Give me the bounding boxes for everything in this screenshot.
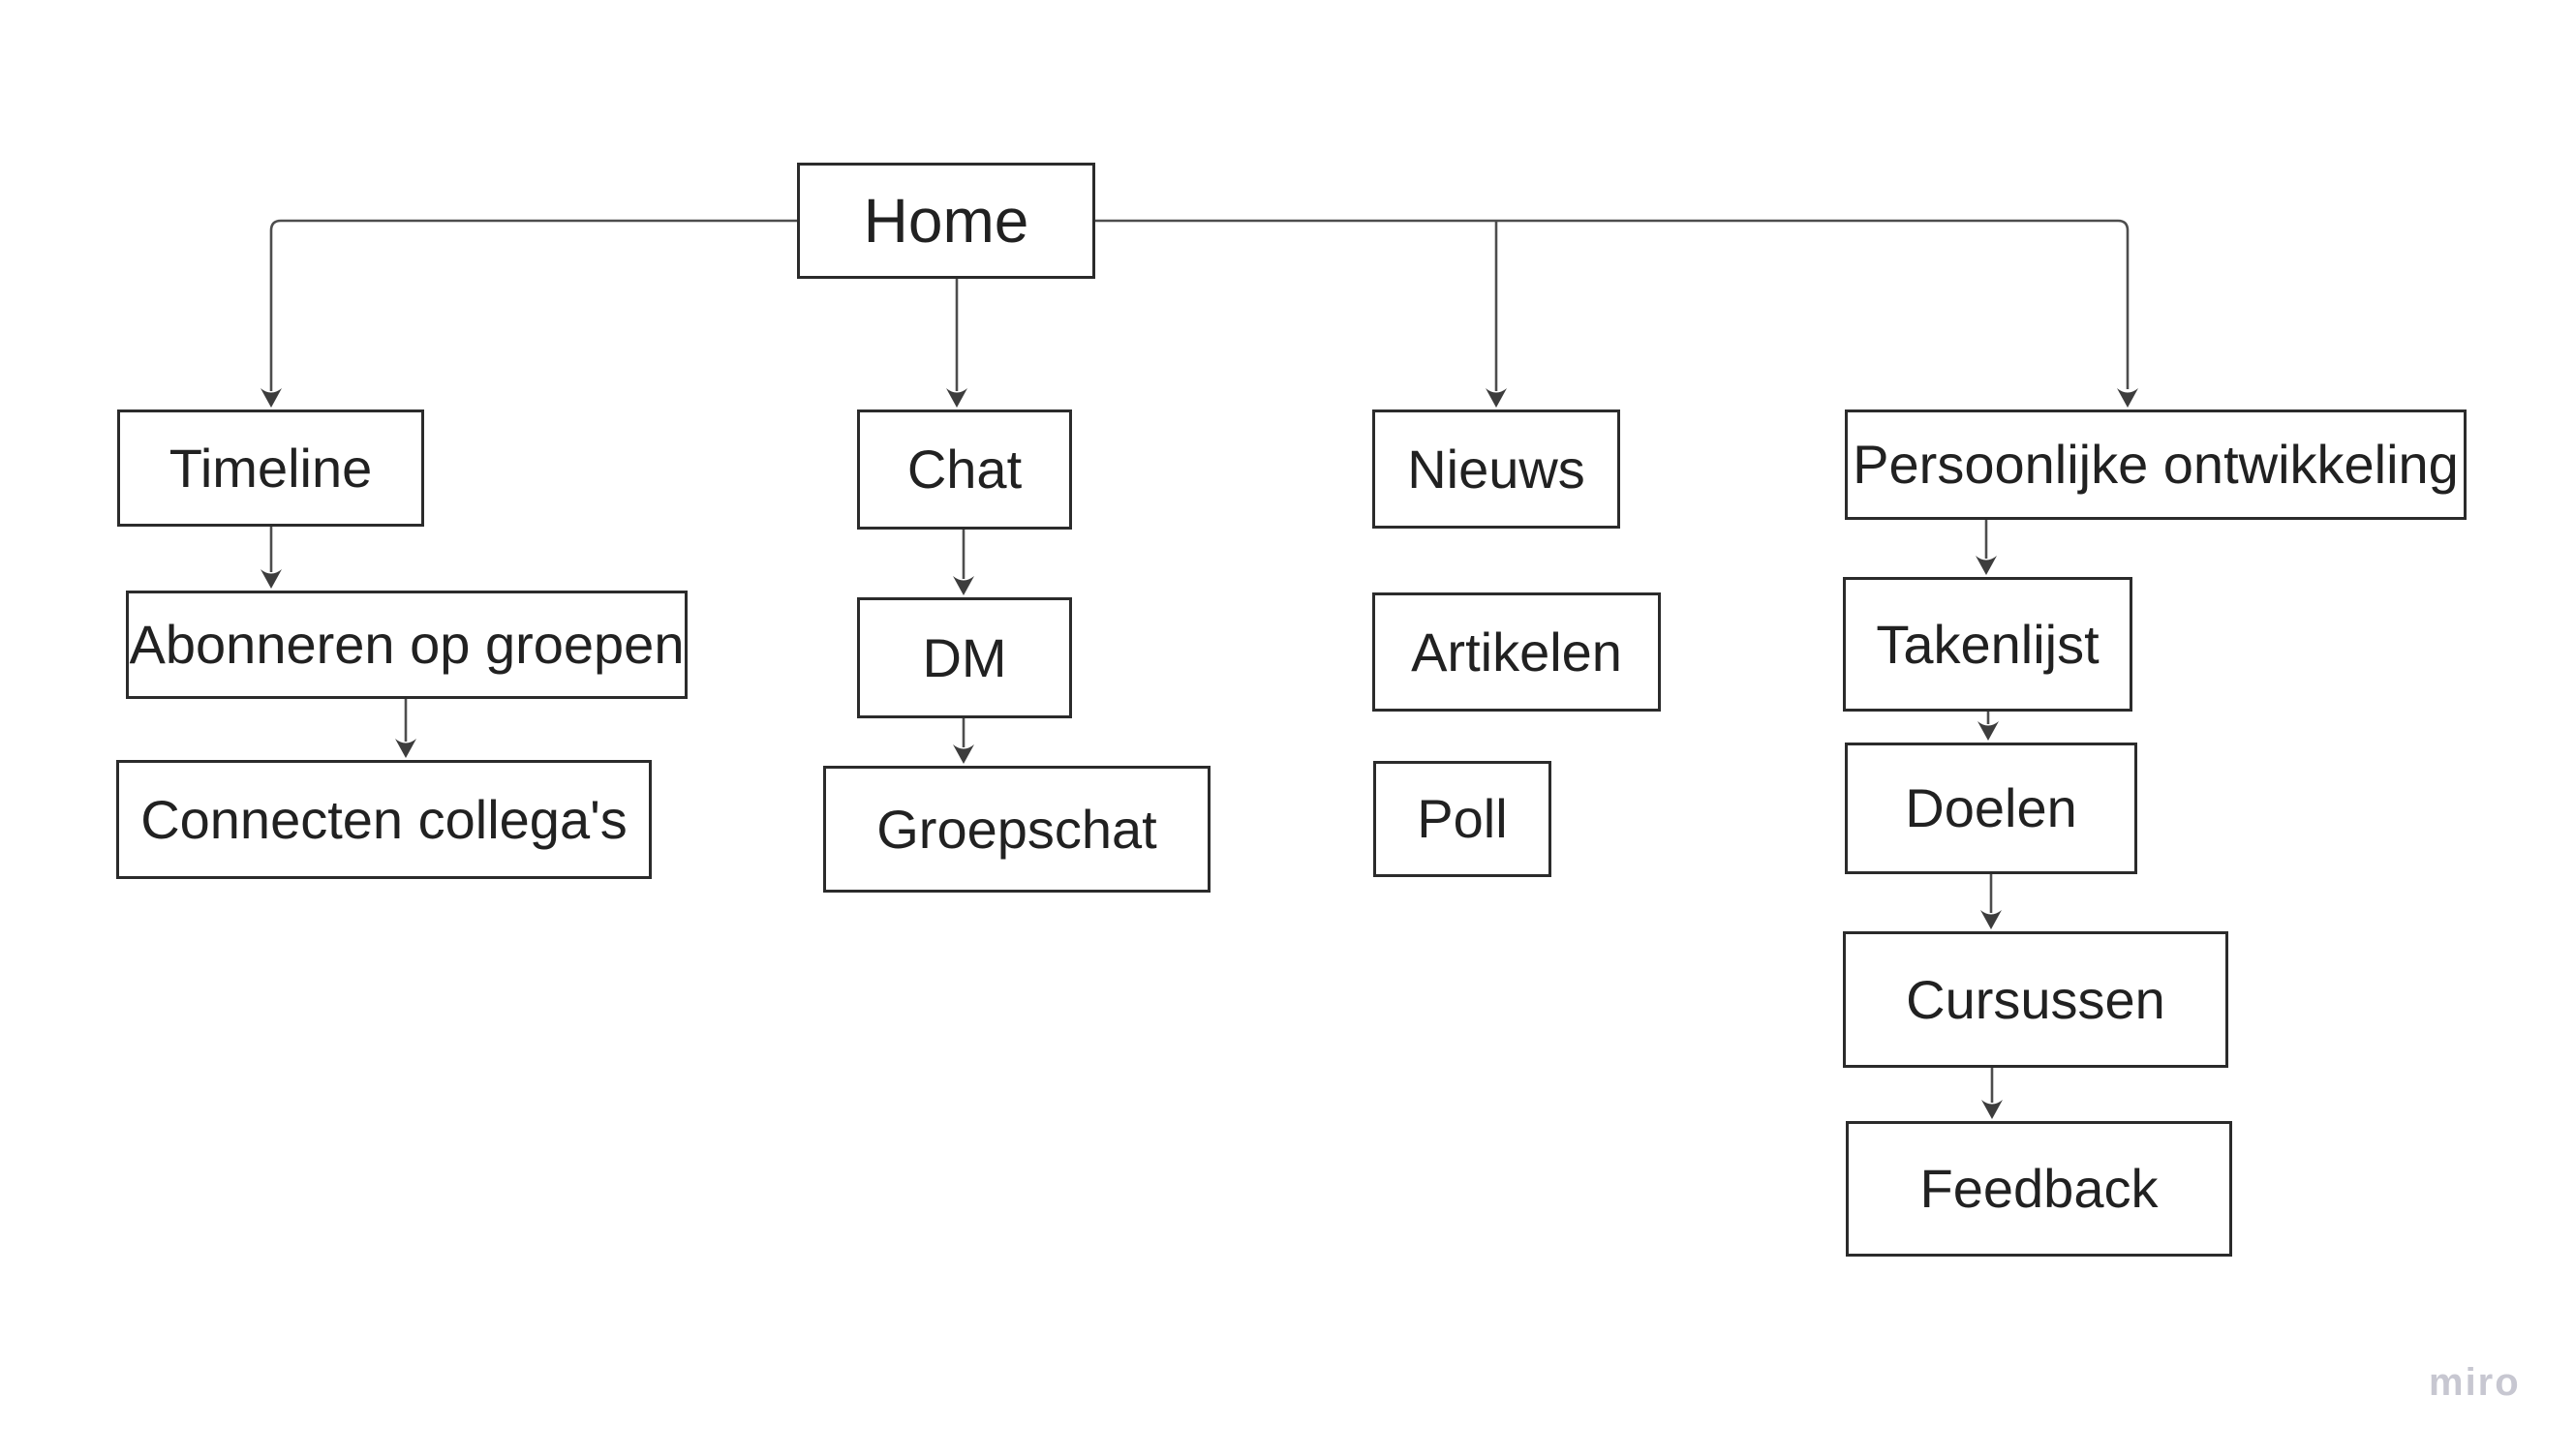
node-cursussen[interactable]: Cursussen — [1843, 931, 2228, 1068]
node-label: Poll — [1417, 788, 1508, 850]
edge-arrowhead — [2117, 388, 2138, 408]
node-label: Artikelen — [1411, 621, 1622, 682]
miro-watermark-logo: miro — [2429, 1361, 2521, 1404]
node-label: Groepschat — [876, 798, 1157, 860]
node-groepschat[interactable]: Groepschat — [823, 766, 1211, 893]
node-label: Home — [863, 185, 1029, 256]
edge-arrowhead — [261, 388, 282, 408]
edge-arrowhead — [953, 576, 974, 595]
node-label: DM — [922, 626, 1007, 688]
node-feedback[interactable]: Feedback — [1846, 1121, 2232, 1257]
node-label: Takenlijst — [1876, 613, 2100, 675]
edge-arrowhead — [953, 744, 974, 764]
node-label: Feedback — [1919, 1158, 2159, 1220]
node-dm[interactable]: DM — [857, 597, 1072, 718]
edge-arrowhead — [1980, 910, 2002, 929]
edge-arrowhead — [1486, 388, 1507, 408]
edge-arrowhead — [1976, 556, 1997, 575]
node-home[interactable]: Home — [797, 163, 1095, 279]
node-label: Persoonlijke ontwikkeling — [1853, 434, 2459, 496]
node-poll[interactable]: Poll — [1373, 761, 1551, 877]
node-label: Cursussen — [1906, 968, 2165, 1030]
edge-line — [1095, 219, 2130, 389]
node-label: Nieuws — [1407, 438, 1585, 500]
node-persoonlijke-ontwikkeling[interactable]: Persoonlijke ontwikkeling — [1845, 410, 2467, 520]
edge-line — [269, 219, 797, 391]
node-timeline[interactable]: Timeline — [117, 410, 424, 527]
node-abonneren[interactable]: Abonneren op groepen — [126, 591, 688, 699]
edge-arrowhead — [1977, 721, 1999, 741]
edge-arrowhead — [395, 739, 416, 758]
edge-arrowhead — [946, 388, 967, 408]
node-label: Timeline — [169, 437, 373, 499]
node-takenlijst[interactable]: Takenlijst — [1843, 577, 2132, 712]
node-label: Chat — [906, 439, 1023, 500]
edge-arrowhead — [1981, 1100, 2003, 1119]
node-label: Doelen — [1905, 777, 2077, 839]
node-nieuws[interactable]: Nieuws — [1372, 410, 1620, 529]
node-doelen[interactable]: Doelen — [1845, 743, 2137, 874]
edge-arrowhead — [261, 569, 282, 589]
node-chat[interactable]: Chat — [857, 410, 1072, 530]
node-artikelen[interactable]: Artikelen — [1372, 592, 1661, 712]
node-label: Abonneren op groepen — [129, 614, 685, 676]
node-label: Connecten collega's — [140, 788, 628, 850]
node-connecten[interactable]: Connecten collega's — [116, 760, 652, 879]
